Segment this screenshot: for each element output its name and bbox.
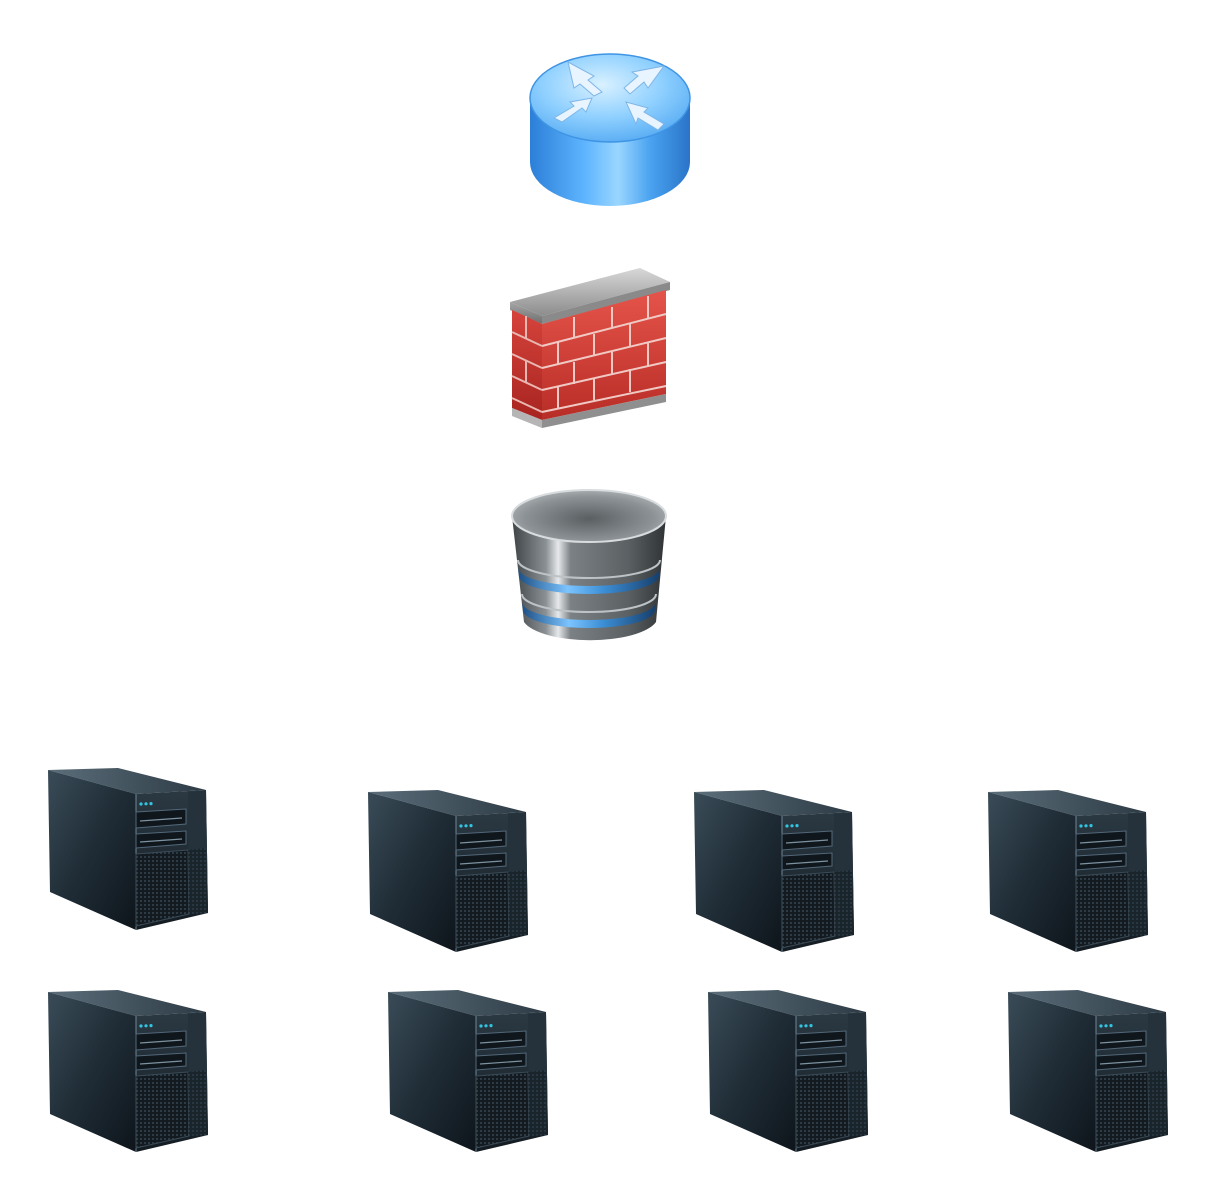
server-tower-icon [387, 989, 549, 1153]
server-tower-icon [367, 789, 529, 953]
router-icon [529, 53, 691, 206]
server-tower-icon [987, 789, 1149, 953]
server-tower-icon [693, 789, 855, 953]
database-icon [511, 489, 667, 641]
server-tower-icon [1007, 989, 1169, 1153]
server-tower-icon [707, 989, 869, 1153]
server-tower-icon [47, 989, 209, 1153]
server-tower-icon [47, 767, 209, 931]
firewall-icon [510, 268, 670, 428]
